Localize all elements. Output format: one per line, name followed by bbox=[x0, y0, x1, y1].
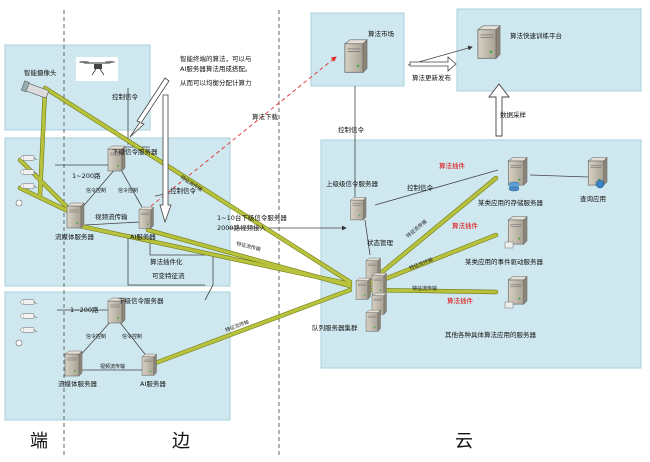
signal-control-label: 信令控制 bbox=[118, 187, 138, 194]
algo-market-label: 算法市场 bbox=[368, 29, 395, 38]
signal-control-label: 信令控制 bbox=[86, 333, 106, 340]
feature-transfer-label: 特征流传输 bbox=[236, 240, 262, 253]
drone-icon bbox=[76, 57, 118, 81]
training-platform-label: 算法快速训练平台 bbox=[510, 31, 562, 40]
video-transfer-label: 视频流传输 bbox=[100, 363, 125, 370]
smart-camera-icon bbox=[20, 80, 49, 99]
queue-cluster-label: 队列服务器集群 bbox=[312, 323, 358, 332]
routes-label: 1~200路 bbox=[72, 171, 101, 180]
stream-media-server-label: 流媒体服务器 bbox=[55, 232, 95, 241]
feature-stream-lines bbox=[17, 85, 499, 368]
data-sampling-arrow bbox=[488, 83, 510, 137]
market-to-platform-arrow bbox=[409, 56, 457, 72]
algo-plugin-label: 算法插件 bbox=[452, 221, 479, 230]
routes-label: 1~200路 bbox=[70, 305, 99, 314]
video-access-label: 2000路视频接入 bbox=[217, 223, 267, 232]
signal-control-label: 信令控制 bbox=[122, 333, 142, 340]
algo-update-label: 算法更新发布 bbox=[412, 73, 452, 82]
globe-icon bbox=[595, 179, 605, 189]
note-line-2: AI服务器算法用成搭配。 bbox=[180, 64, 251, 73]
note-arrow-2 bbox=[159, 94, 172, 224]
servers-access-label: 1~10台下级信令服务器 bbox=[217, 213, 287, 222]
signal-control-label: 信令控制 bbox=[86, 187, 106, 194]
smart-camera-label: 智能摄像头 bbox=[24, 68, 57, 77]
note-line-1: 智能终端的算法，可以与 bbox=[180, 54, 252, 63]
feature-transfer-label: 特征流传输 bbox=[412, 285, 437, 292]
control-signal-label: 控制信令 bbox=[170, 186, 197, 195]
feature-stream-label: 可变特征流 bbox=[152, 271, 185, 280]
note-line-3: 从而可以均衡分配计算力 bbox=[180, 78, 252, 87]
ai-server-label: AI服务器 bbox=[130, 232, 156, 241]
stream-media-server-label: 流媒体服务器 bbox=[58, 379, 98, 388]
event-server-label: 某类应用的事件驱动服务器 bbox=[465, 257, 544, 266]
upper-signal-server-label: 上级级信令服务器 bbox=[326, 179, 379, 188]
lower-signal-server-label: 下级信令服务器 bbox=[112, 147, 158, 156]
query-app-label: 查询应用 bbox=[580, 194, 606, 203]
dome-camera-icon bbox=[15, 199, 23, 347]
data-sampling-label: 数据采样 bbox=[500, 110, 527, 119]
ai-server-label: AI服务器 bbox=[140, 379, 166, 388]
zone-device-title: 端 bbox=[30, 431, 48, 452]
note-arrow-1 bbox=[129, 77, 170, 138]
storage-server-label: 某类应用的存储服务器 bbox=[478, 198, 544, 207]
database-icon bbox=[508, 181, 520, 192]
algo-plugin-label: 算法插件 bbox=[439, 161, 466, 170]
video-transfer-label: 视频流传输 bbox=[95, 212, 128, 221]
control-signal-label: 控制信令 bbox=[112, 92, 139, 101]
other-server-label: 其他各种具体算法应用的服务器 bbox=[445, 330, 537, 339]
zone-edge-title: 边 bbox=[172, 431, 190, 452]
algo-plugin-local-label: 算法插件化 bbox=[150, 257, 183, 266]
lower-signal-server-label: 下级信令服务器 bbox=[118, 296, 164, 305]
control-signal-label: 控制信令 bbox=[407, 183, 434, 192]
zone-cloud-title: 云 bbox=[455, 431, 473, 452]
control-signal-label: 控制信令 bbox=[338, 125, 365, 134]
drive-icon bbox=[504, 241, 514, 309]
algo-download-label: 算法下载 bbox=[252, 112, 279, 121]
algo-plugin-label: 算法插件 bbox=[447, 296, 474, 305]
state-management-label: 状态管理 bbox=[367, 238, 394, 247]
